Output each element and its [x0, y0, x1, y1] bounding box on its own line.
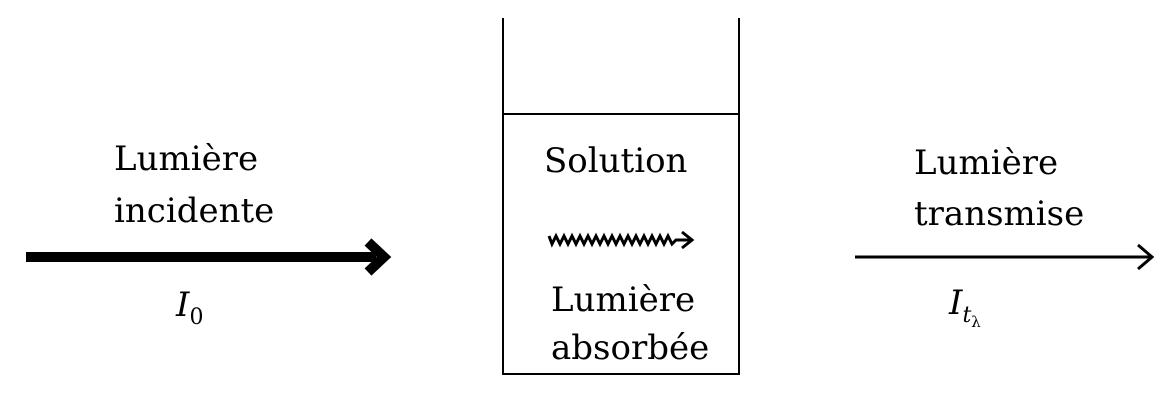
transmitted-light-group: Lumière transmise Itλ [855, 143, 1155, 331]
transmitted-label-line1: Lumière [914, 143, 1058, 183]
solution-label: Solution [544, 141, 687, 181]
incident-light-group: Lumière incidente I0 [26, 139, 392, 330]
cuvette-outline [502, 18, 740, 375]
cuvette-group: Solution Lumière absorbée [502, 18, 740, 375]
incident-label-line2: incidente [114, 191, 274, 231]
absorbed-label-line1: Lumière [551, 280, 695, 320]
incident-intensity-symbol: I0 [175, 285, 203, 330]
absorbed-wavy-arrow-head [681, 230, 695, 250]
transmitted-label-line2: transmise [914, 194, 1084, 234]
transmitted-intensity-symbol: Itλ [948, 283, 981, 331]
transmitted-arrow-head [1137, 243, 1155, 271]
incident-arrow-head [364, 238, 392, 276]
incident-label-line1: Lumière [114, 139, 258, 179]
absorbed-label-line2: absorbée [551, 328, 709, 368]
absorbed-wavy-arrow-body [547, 232, 690, 248]
